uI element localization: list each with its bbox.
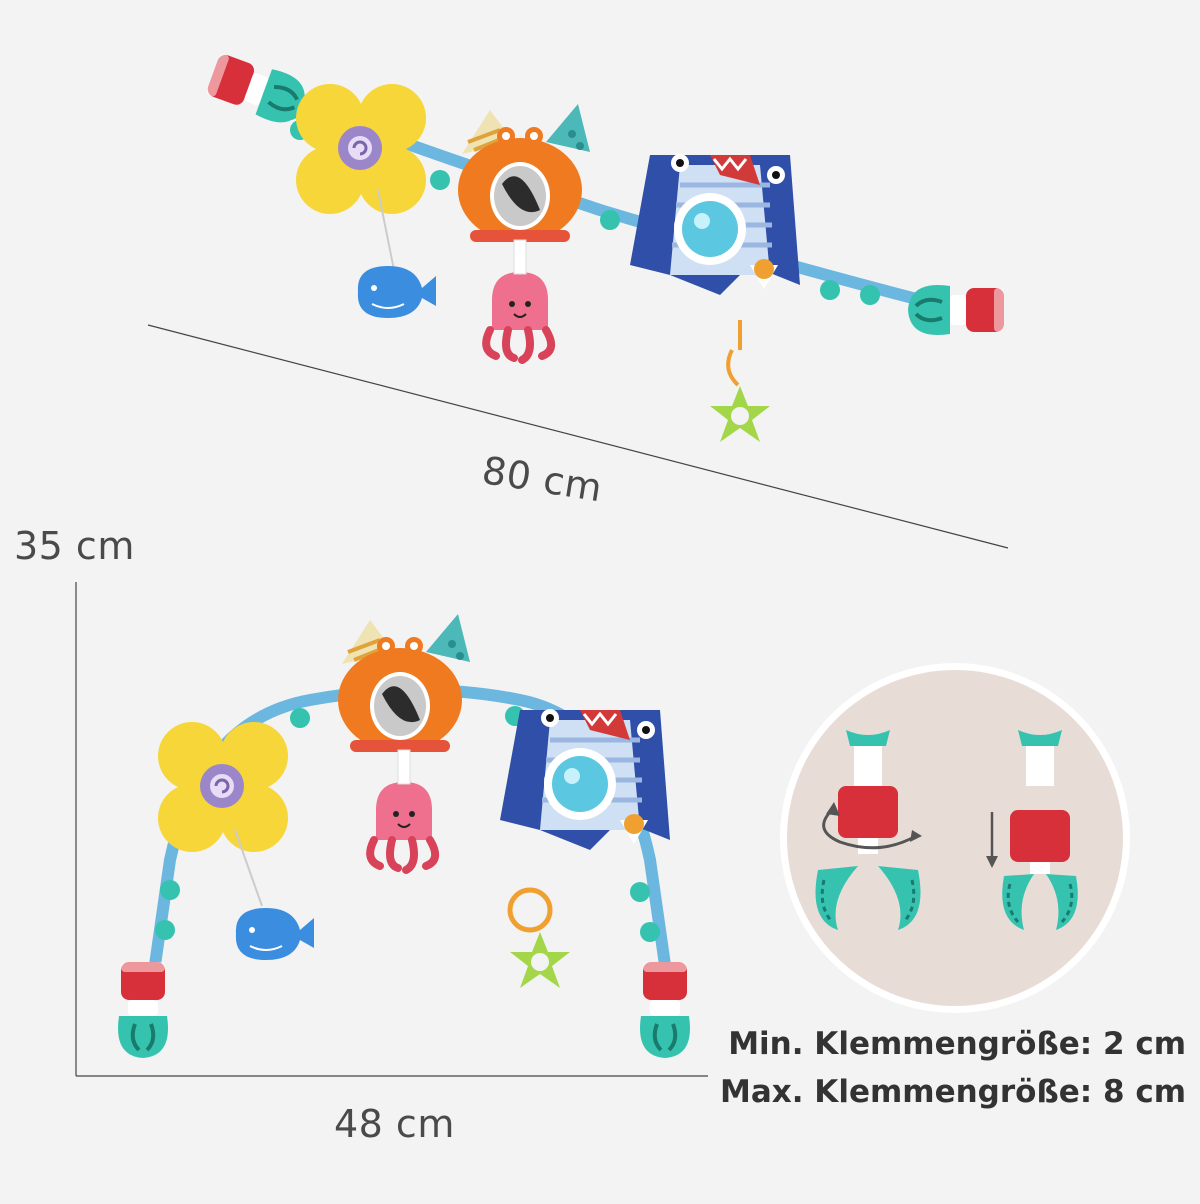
shark-rattle-top (630, 154, 800, 295)
clamp-max-label: Max. Klemmengröße: 8 cm (719, 1074, 1186, 1110)
arch-straight (202, 47, 1006, 442)
octopus-top (486, 240, 551, 360)
clamp-inset (780, 663, 1130, 1013)
arch-bent (116, 612, 692, 1060)
crab-mirror-top (456, 102, 592, 244)
whale-teether-top (356, 265, 437, 319)
crab-mirror-bottom (336, 612, 472, 754)
clip-right-bottom (638, 960, 692, 1060)
height-label: 35 cm (14, 524, 135, 568)
dimension-line-length (147, 324, 1009, 549)
width-label: 48 cm (334, 1102, 455, 1146)
clamp-min-label: Min. Klemmengröße: 2 cm (728, 1026, 1186, 1062)
clip-left-bottom (116, 960, 170, 1060)
rotate-arrow-icon (822, 802, 922, 850)
down-arrow-icon (986, 812, 998, 868)
shark-rattle-bottom (500, 709, 670, 850)
star-teether-bottom (510, 932, 570, 988)
clip-right-top (906, 283, 1006, 337)
whale-teether-bottom (234, 907, 315, 961)
star-teether-top (710, 386, 770, 442)
octopus-bottom (370, 750, 435, 870)
